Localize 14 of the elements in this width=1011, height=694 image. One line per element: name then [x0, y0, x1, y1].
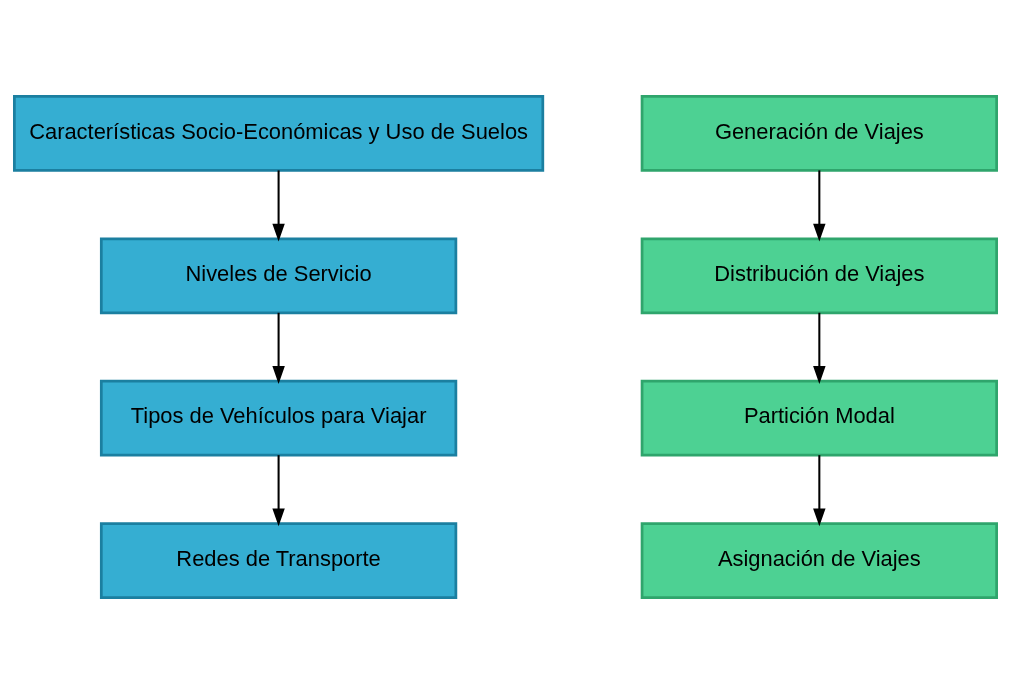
arrow — [813, 455, 826, 527]
node-box: Distribución de Viajes — [640, 237, 998, 315]
arrow — [272, 170, 285, 242]
node-box: Asignación de Viajes — [640, 522, 998, 599]
node-box: Niveles de Servicio — [99, 237, 458, 315]
arrow — [272, 455, 285, 527]
node-box: Redes de Transporte — [99, 522, 458, 599]
node-box: Generación de Viajes — [640, 95, 998, 172]
node-box: Partición Modal — [640, 379, 998, 457]
node-box: Características Socio-Económicas y Uso de Suelos — [13, 95, 545, 172]
node-box: Tipos de Vehículos para Viajar — [99, 379, 458, 457]
arrow — [813, 312, 826, 384]
arrow — [272, 312, 285, 384]
arrow — [813, 170, 826, 242]
